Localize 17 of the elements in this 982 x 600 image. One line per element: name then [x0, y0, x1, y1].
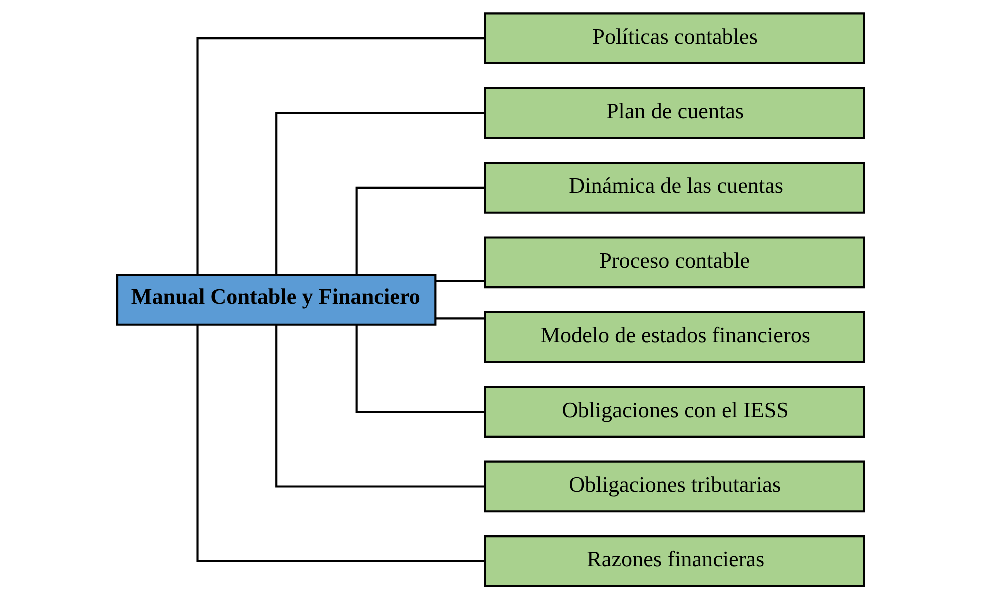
connector: [436, 318, 486, 320]
connector: [276, 325, 486, 488]
node-box: Modelo de estados financieros: [484, 311, 866, 364]
node-box: Obligaciones tributarias: [484, 460, 866, 513]
node-box: Obligaciones con el IESS: [484, 386, 866, 438]
node-box: Plan de cuentas: [484, 87, 866, 140]
connector: [356, 186, 486, 275]
connector: [276, 112, 486, 275]
connector: [196, 38, 485, 275]
node-box: Razones financieras: [484, 536, 866, 588]
node-box: Políticas contables: [484, 12, 866, 64]
connector: [196, 325, 485, 562]
connector: [436, 280, 486, 282]
connector: [356, 325, 486, 414]
node-box: Manual Contable y Financiero: [116, 274, 437, 326]
node-box: Dinámica de las cuentas: [484, 162, 866, 214]
node-box: Proceso contable: [484, 236, 866, 289]
